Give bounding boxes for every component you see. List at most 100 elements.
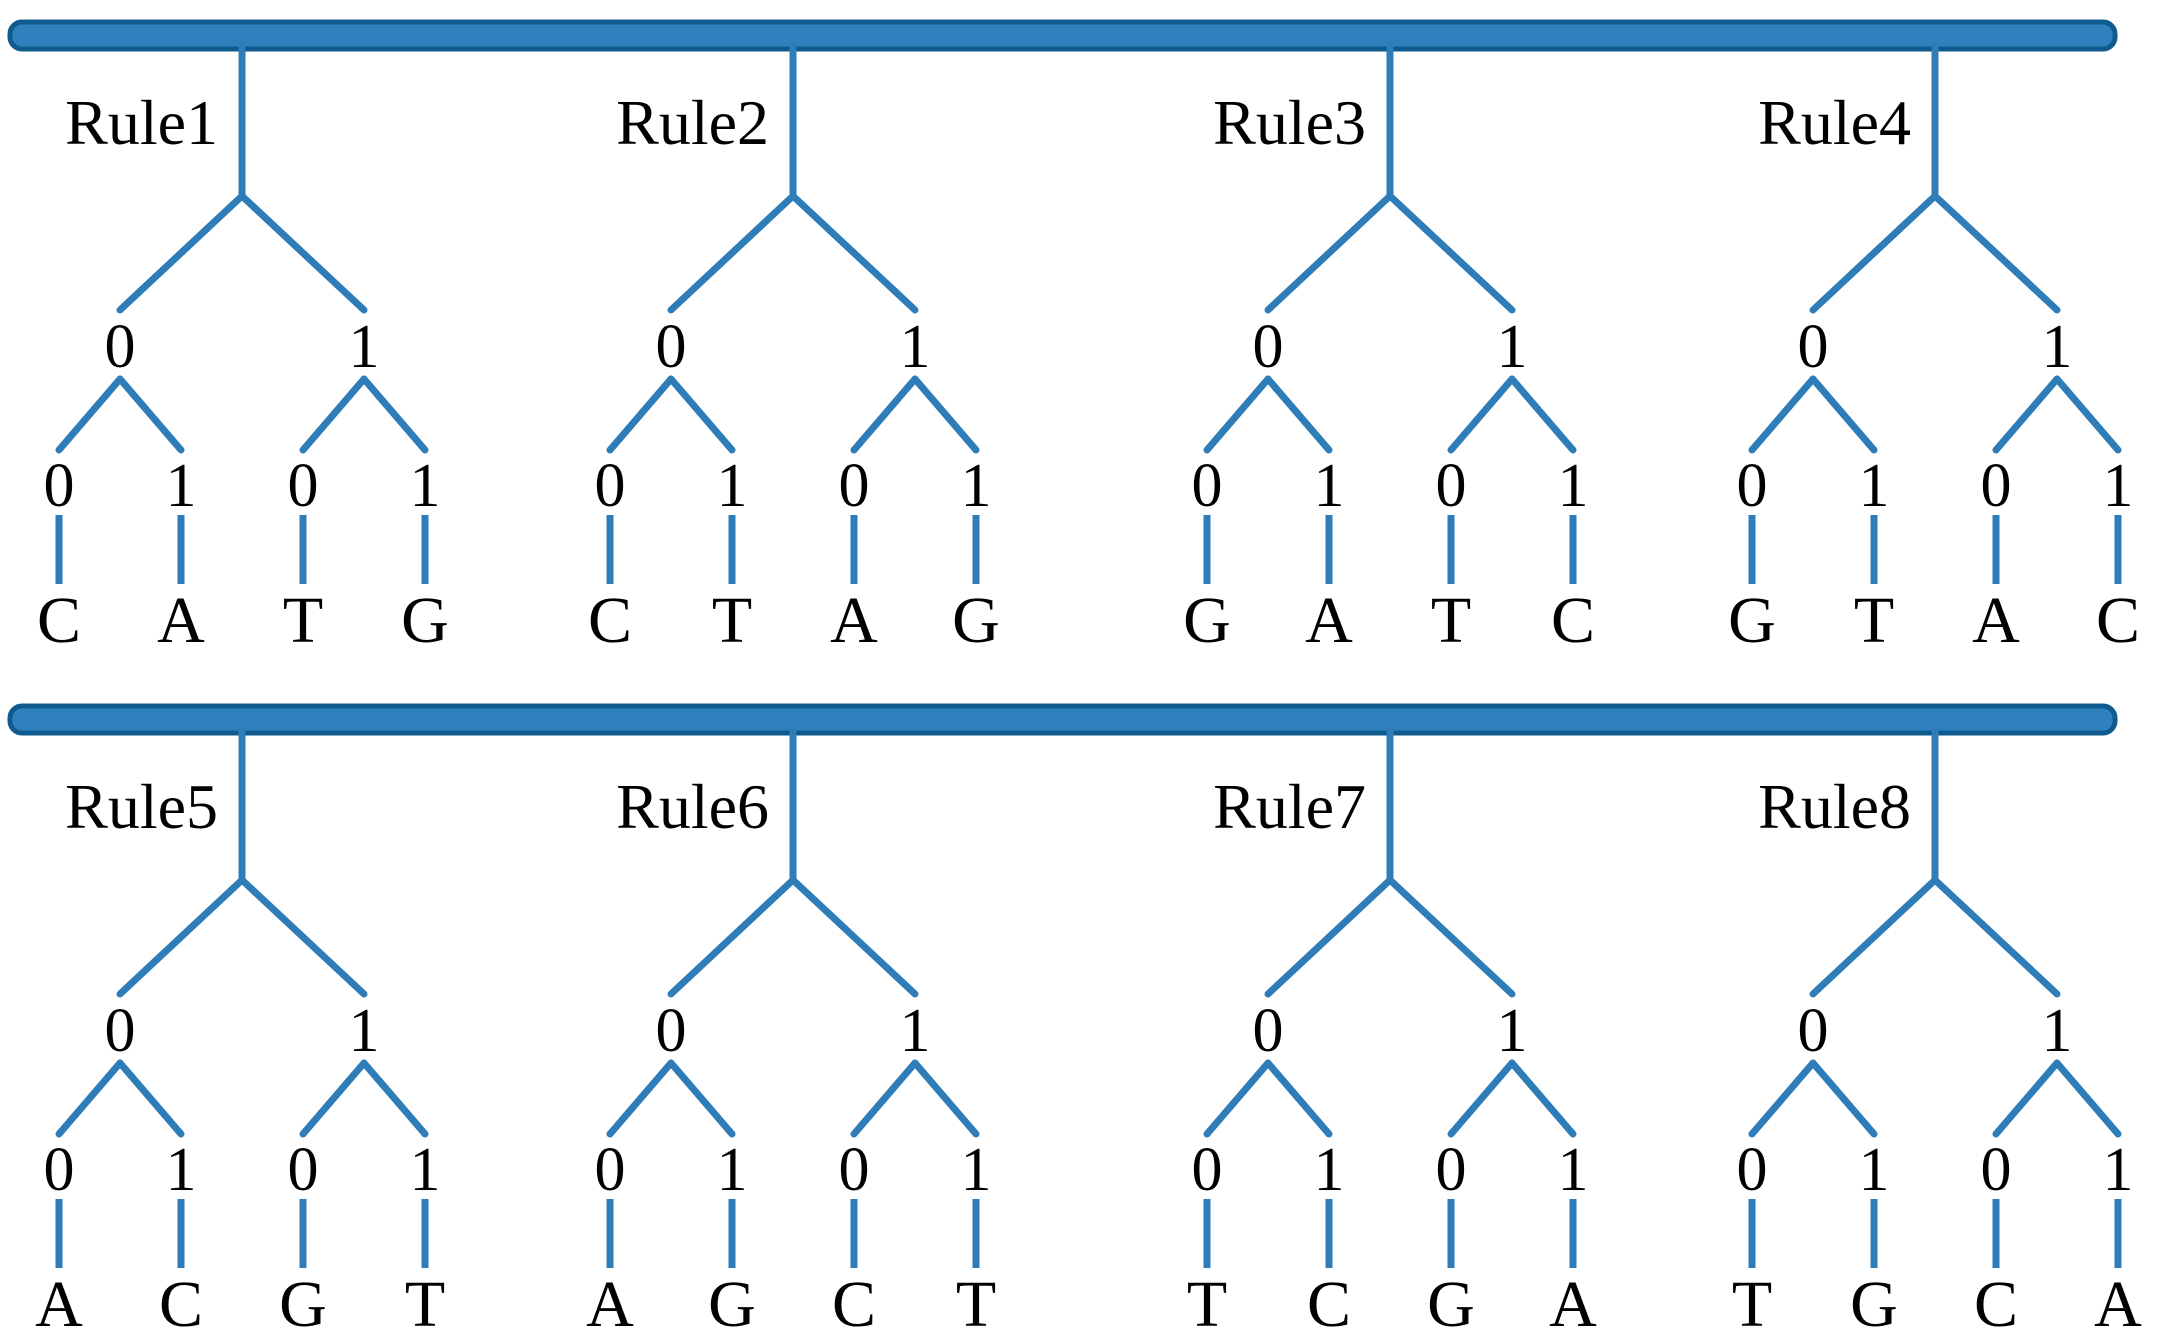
leaf-bit-label-11: 1 — [961, 1136, 992, 1204]
leaf-base-label-0: T — [1732, 1268, 1772, 1341]
branch-line-0 — [667, 876, 797, 998]
branch-label-1: 1 — [1497, 313, 1528, 381]
branch-line-01 — [1809, 375, 1878, 454]
rule-label-rule7: Rule7 — [1213, 771, 1366, 842]
branch-line-1 — [238, 192, 368, 314]
leaf-bit-label-11: 1 — [961, 452, 992, 520]
leaf-base-label-2: C — [1974, 1268, 2018, 1341]
branch-label-1: 1 — [349, 313, 380, 381]
branch-line-0 — [1809, 876, 1939, 998]
rule-label-rule1: Rule1 — [65, 87, 218, 158]
rule-label-rule3: Rule3 — [1213, 87, 1366, 158]
branch-line-0 — [1264, 192, 1394, 314]
leaf-bit-label-00: 0 — [44, 452, 75, 520]
leaf-base-label-3: G — [952, 584, 1000, 657]
branch-line-0 — [667, 192, 797, 314]
branch-line-10 — [299, 375, 368, 454]
branch-line-1 — [789, 192, 919, 314]
leaf-bit-label-10: 0 — [839, 452, 870, 520]
leaf-base-label-3: T — [956, 1268, 996, 1341]
branch-line-00 — [606, 1059, 675, 1138]
branch-line-11 — [911, 375, 980, 454]
branch-label-0: 0 — [1253, 997, 1284, 1065]
branch-label-1: 1 — [2042, 997, 2073, 1065]
branch-line-01 — [1264, 375, 1333, 454]
leaf-bit-label-11: 1 — [1558, 452, 1589, 520]
branch-line-0 — [116, 192, 246, 314]
leaf-base-label-0: C — [37, 584, 81, 657]
encoding-rail — [7, 703, 2118, 736]
leaf-base-label-2: G — [279, 1268, 327, 1341]
rule-label-rule8: Rule8 — [1758, 771, 1911, 842]
leaf-base-label-1: C — [159, 1268, 203, 1341]
rule-label-rule5: Rule5 — [65, 771, 218, 842]
rule-label-rule4: Rule4 — [1758, 87, 1911, 158]
leaf-base-label-0: A — [35, 1268, 83, 1341]
branch-line-01 — [116, 1059, 185, 1138]
branch-line-1 — [1386, 192, 1516, 314]
leaf-base-label-3: G — [401, 584, 449, 657]
leaf-base-label-0: C — [588, 584, 632, 657]
leaf-bit-label-11: 1 — [2103, 452, 2134, 520]
leaf-bit-label-10: 0 — [1436, 1136, 1467, 1204]
branch-line-00 — [1203, 375, 1272, 454]
leaf-base-label-1: T — [712, 584, 752, 657]
branch-label-1: 1 — [1497, 997, 1528, 1065]
leaf-base-label-2: G — [1427, 1268, 1475, 1341]
rule-label-rule6: Rule6 — [616, 771, 769, 842]
branch-line-01 — [116, 375, 185, 454]
leaf-bit-label-10: 0 — [1981, 452, 2012, 520]
leaf-bit-label-11: 1 — [410, 1136, 441, 1204]
branch-line-11 — [1508, 1059, 1577, 1138]
leaf-base-label-3: A — [2094, 1268, 2142, 1341]
branch-line-10 — [1447, 375, 1516, 454]
leaf-base-label-3: A — [1549, 1268, 1597, 1341]
branch-line-0 — [116, 876, 246, 998]
branch-line-10 — [850, 375, 919, 454]
leaf-bit-label-01: 1 — [1859, 452, 1890, 520]
branch-line-10 — [850, 1059, 919, 1138]
leaf-bit-label-00: 0 — [1192, 452, 1223, 520]
leaf-bit-label-01: 1 — [717, 1136, 748, 1204]
leaf-base-label-3: T — [405, 1268, 445, 1341]
branch-label-0: 0 — [1798, 313, 1829, 381]
branch-line-0 — [1809, 192, 1939, 314]
branch-line-10 — [299, 1059, 368, 1138]
leaf-bit-label-01: 1 — [166, 452, 197, 520]
leaf-bit-label-10: 0 — [288, 1136, 319, 1204]
branch-line-01 — [1264, 1059, 1333, 1138]
branch-line-11 — [2053, 1059, 2122, 1138]
branch-label-1: 1 — [2042, 313, 2073, 381]
leaf-base-label-1: G — [1850, 1268, 1898, 1341]
leaf-bit-label-00: 0 — [595, 1136, 626, 1204]
branch-label-0: 0 — [656, 313, 687, 381]
leaf-bit-label-10: 0 — [839, 1136, 870, 1204]
leaf-bit-label-01: 1 — [1314, 1136, 1345, 1204]
leaf-bit-label-10: 0 — [288, 452, 319, 520]
branch-line-1 — [1931, 192, 2061, 314]
leaf-base-label-1: A — [1305, 584, 1353, 657]
leaf-bit-label-00: 0 — [44, 1136, 75, 1204]
branch-line-11 — [2053, 375, 2122, 454]
branch-line-1 — [1386, 876, 1516, 998]
branch-line-00 — [1203, 1059, 1272, 1138]
leaf-bit-label-01: 1 — [717, 452, 748, 520]
leaf-bit-label-11: 1 — [2103, 1136, 2134, 1204]
branch-line-00 — [606, 375, 675, 454]
branch-line-11 — [1508, 375, 1577, 454]
branch-label-1: 1 — [900, 997, 931, 1065]
branch-label-0: 0 — [656, 997, 687, 1065]
branch-line-1 — [1931, 876, 2061, 998]
leaf-bit-label-10: 0 — [1981, 1136, 2012, 1204]
branch-line-01 — [1809, 1059, 1878, 1138]
branch-label-1: 1 — [900, 313, 931, 381]
leaf-bit-label-11: 1 — [410, 452, 441, 520]
branch-label-0: 0 — [1798, 997, 1829, 1065]
